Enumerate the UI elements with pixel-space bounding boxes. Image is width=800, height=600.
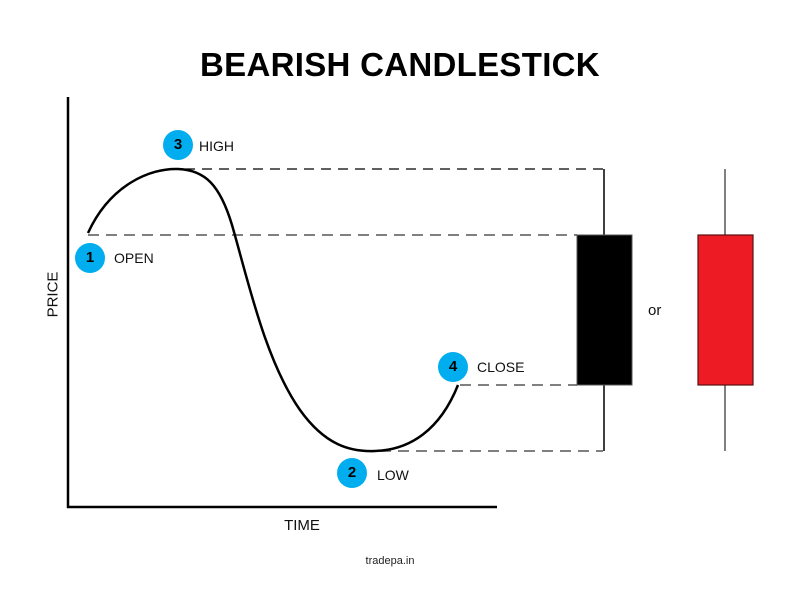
point-1-label: OPEN: [114, 250, 154, 266]
red-candle-body: [697, 234, 754, 386]
black-candle-body: [576, 234, 633, 386]
or-separator: or: [648, 302, 662, 319]
point-2-badge: 2: [337, 458, 367, 488]
price-curve: [86, 167, 460, 453]
point-4-label: CLOSE: [477, 359, 525, 375]
x-axis-label: TIME: [284, 517, 320, 534]
point-3-badge: 3: [163, 130, 193, 160]
point-3-label: HIGH: [199, 138, 234, 154]
footer-watermark: tradepa.in: [365, 555, 415, 567]
y-axis-label: PRICE: [44, 271, 62, 318]
point-1-badge: 1: [75, 243, 105, 273]
point-2-label: LOW: [377, 467, 409, 483]
page-title: BEARISH CANDLESTICK: [200, 46, 600, 83]
point-4-badge: 4: [438, 352, 468, 382]
